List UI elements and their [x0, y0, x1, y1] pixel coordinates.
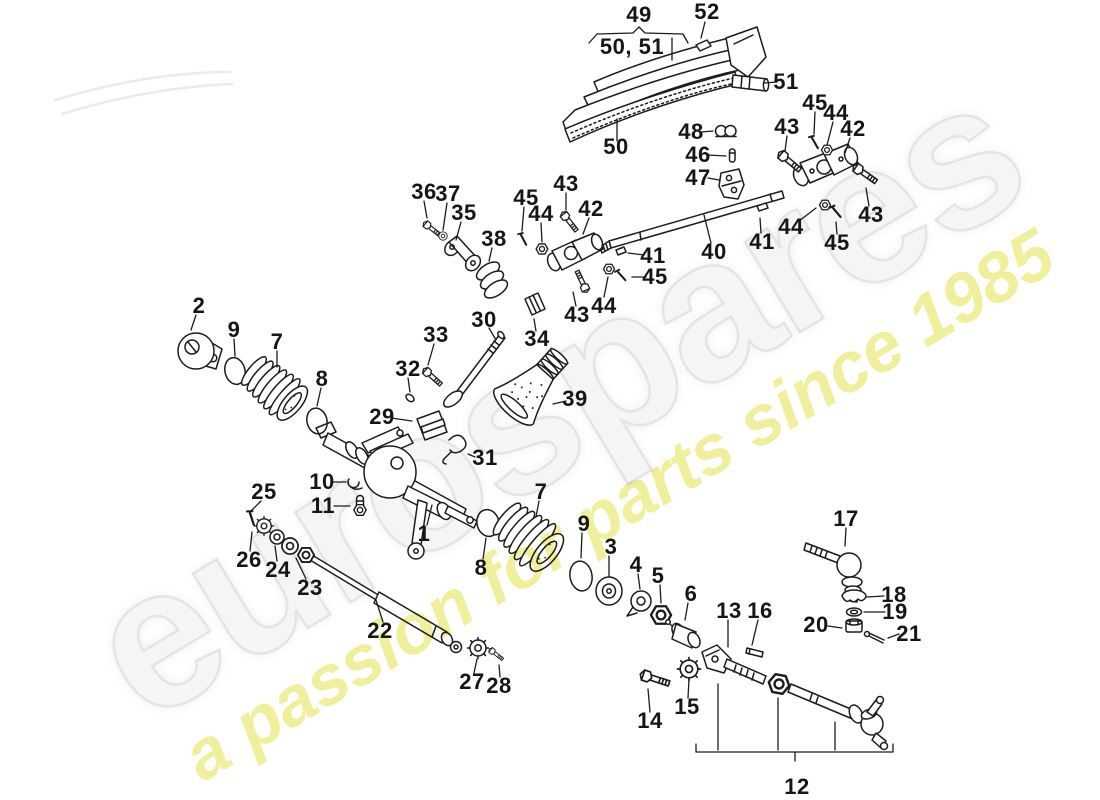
- bolt-14-drawing: [637, 668, 672, 690]
- nut-15-drawing: [676, 656, 702, 682]
- gasket-52-drawing: [695, 39, 712, 52]
- bushing-6-drawing: [664, 618, 701, 649]
- universal-joint-42-upper-drawing: [774, 133, 880, 220]
- castle-nut-20-drawing: [845, 618, 863, 633]
- screw-11-drawing: [353, 494, 367, 517]
- boot-39-drawing: [493, 347, 569, 426]
- steering-gear-housing-1-drawing: [315, 421, 478, 560]
- steering-shaft-40-drawing: [599, 190, 785, 254]
- washer-27-screw-28-drawing: [466, 636, 506, 663]
- tie-rod-12-drawing: [765, 672, 889, 751]
- bushing-34-drawing: [524, 292, 546, 316]
- boot-7-right-drawing: [492, 502, 565, 572]
- o-ring-9-left-drawing: [224, 356, 246, 386]
- dust-cup-18-drawing: [841, 589, 867, 603]
- clip-10-drawing: [347, 478, 363, 491]
- spring-clip-31-drawing: [442, 434, 467, 465]
- boot-7-left-drawing: [240, 356, 309, 421]
- cotter-pin-21-drawing: [863, 630, 885, 644]
- coupling-cluster-drawing: [420, 209, 629, 299]
- washer-19-drawing: [845, 607, 863, 617]
- clevis-13-drawing: [701, 644, 767, 685]
- pin-16-drawing: [745, 647, 764, 658]
- pin-46-drawing: [728, 148, 736, 163]
- bolt-33-washer-32-drawing: [405, 365, 445, 403]
- fasteners-23-26-drawing: [245, 508, 316, 563]
- o-ring-9-right-drawing: [569, 560, 593, 592]
- grommet-3-drawing: [595, 576, 623, 606]
- clamp-29-drawing: [416, 410, 448, 441]
- washer-4-drawing: [626, 590, 652, 617]
- lock-plate-50-51-drawing: [562, 26, 770, 143]
- cap-2-drawing: [177, 332, 223, 370]
- callout-lines: [190, 21, 900, 762]
- damper-22-drawing: [307, 553, 463, 654]
- pinion-30-drawing: [442, 330, 506, 408]
- clip-48-drawing: [714, 124, 737, 138]
- scan-artifact-lines: [53, 70, 234, 116]
- bracket-47-drawing: [718, 168, 745, 200]
- o-ring-8-left-drawing: [306, 407, 328, 435]
